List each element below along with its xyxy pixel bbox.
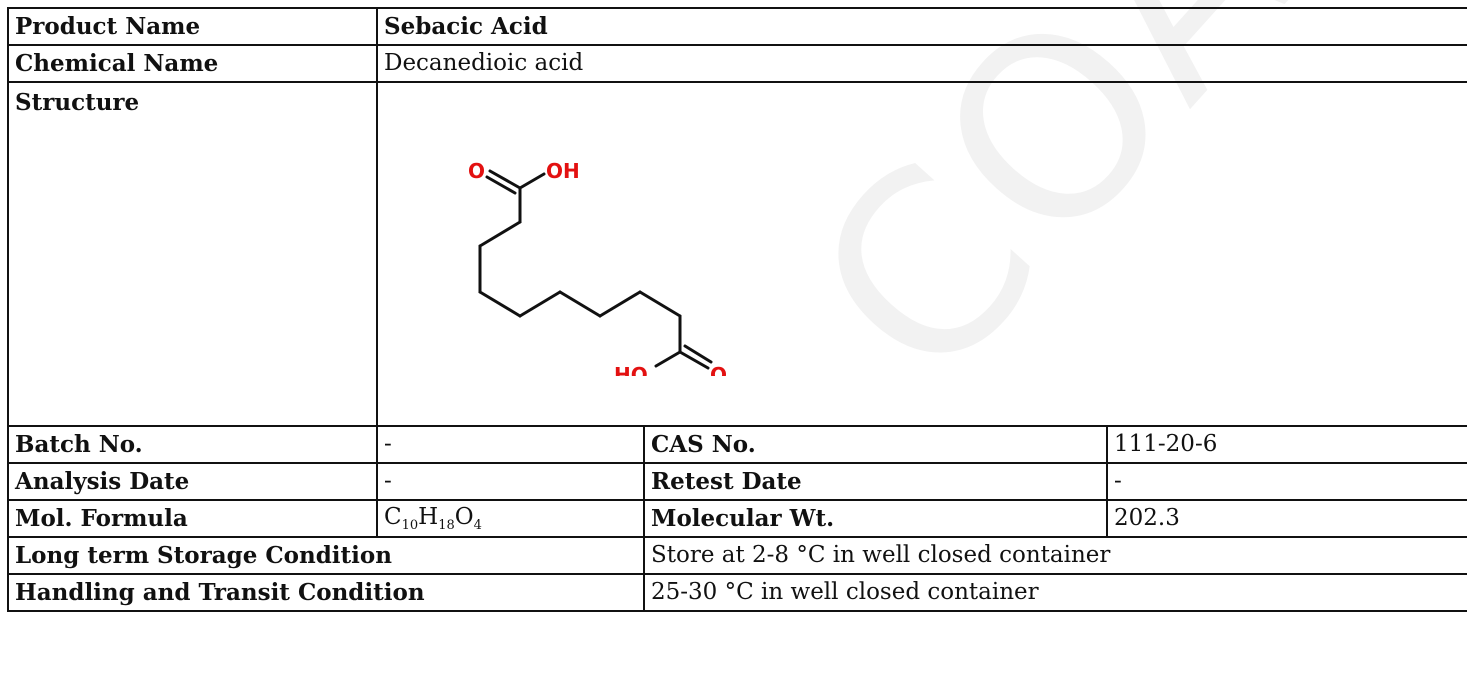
mol-formula-value: C10H18O4 [376, 499, 645, 538]
structure-label: Structure [7, 81, 378, 427]
cas-no-value: 111-20-6 [1106, 425, 1467, 464]
molecular-weight-label: Molecular Wt. [643, 499, 1108, 538]
row-batch-cas: Batch No. - CAS No. 111-20-6 [7, 425, 1467, 464]
formula-o-count: 4 [473, 517, 482, 533]
bond-chain-8 [638, 290, 682, 318]
structure-diagram: O OH HO O [468, 159, 727, 376]
bond-c-oh-bottom [654, 350, 682, 368]
analysis-date-value: - [376, 462, 645, 501]
handling-label: Handling and Transit Condition [7, 573, 645, 612]
bond-co-double-top-a [488, 169, 522, 190]
chemical-name-value: Decanedioic acid [376, 44, 1467, 83]
molecular-weight-value: 202.3 [1106, 499, 1467, 538]
bond-chain-2 [478, 220, 522, 248]
handling-value: 25-30 °C in well closed container [643, 573, 1467, 612]
atom-ho-bottom: HO [614, 363, 648, 376]
retest-date-label: Retest Date [643, 462, 1108, 501]
coa-table: Product Name Sebacic Acid Chemical Name … [7, 7, 1467, 612]
formula-o: O [454, 503, 474, 530]
bond-co-double-top-b [485, 175, 517, 195]
row-handling: Handling and Transit Condition 25-30 °C … [7, 573, 1467, 612]
atom-o-top: O [468, 159, 485, 183]
formula-h: H [418, 503, 439, 530]
bond-co-double-bottom-a [678, 350, 710, 370]
atom-o-bottom: O [710, 363, 727, 376]
storage-label: Long term Storage Condition [7, 536, 645, 575]
bond-chain-6 [558, 290, 602, 318]
bond-chain-5 [518, 290, 562, 318]
chemical-name-label: Chemical Name [7, 44, 378, 83]
atom-oh-top: OH [546, 159, 580, 183]
row-product-name: Product Name Sebacic Acid [7, 7, 1467, 46]
mol-formula-label: Mol. Formula [7, 499, 378, 538]
row-dates: Analysis Date - Retest Date - [7, 462, 1467, 501]
batch-no-label: Batch No. [7, 425, 378, 464]
product-name-value: Sebacic Acid [376, 7, 1467, 46]
bond-chain-4 [478, 290, 522, 318]
retest-date-value: - [1106, 462, 1467, 501]
row-chemical-name: Chemical Name Decanedioic acid [7, 44, 1467, 83]
cas-no-label: CAS No. [643, 425, 1108, 464]
formula-c-count: 10 [401, 517, 419, 533]
batch-no-value: - [376, 425, 645, 464]
row-formula-weight: Mol. Formula C10H18O4 Molecular Wt. 202.… [7, 499, 1467, 538]
row-storage: Long term Storage Condition Store at 2-8… [7, 536, 1467, 575]
structure-cell: O OH HO O [376, 81, 1467, 427]
analysis-date-label: Analysis Date [7, 462, 378, 501]
formula-h-count: 18 [438, 517, 455, 533]
bond-co-double-bottom-b [683, 344, 713, 364]
formula-c: C [384, 503, 402, 530]
bond-c-oh-top [518, 172, 546, 190]
bond-chain-7 [598, 290, 642, 318]
product-name-label: Product Name [7, 7, 378, 46]
row-structure: Structure [7, 81, 1467, 427]
storage-value: Store at 2-8 °C in well closed container [643, 536, 1467, 575]
